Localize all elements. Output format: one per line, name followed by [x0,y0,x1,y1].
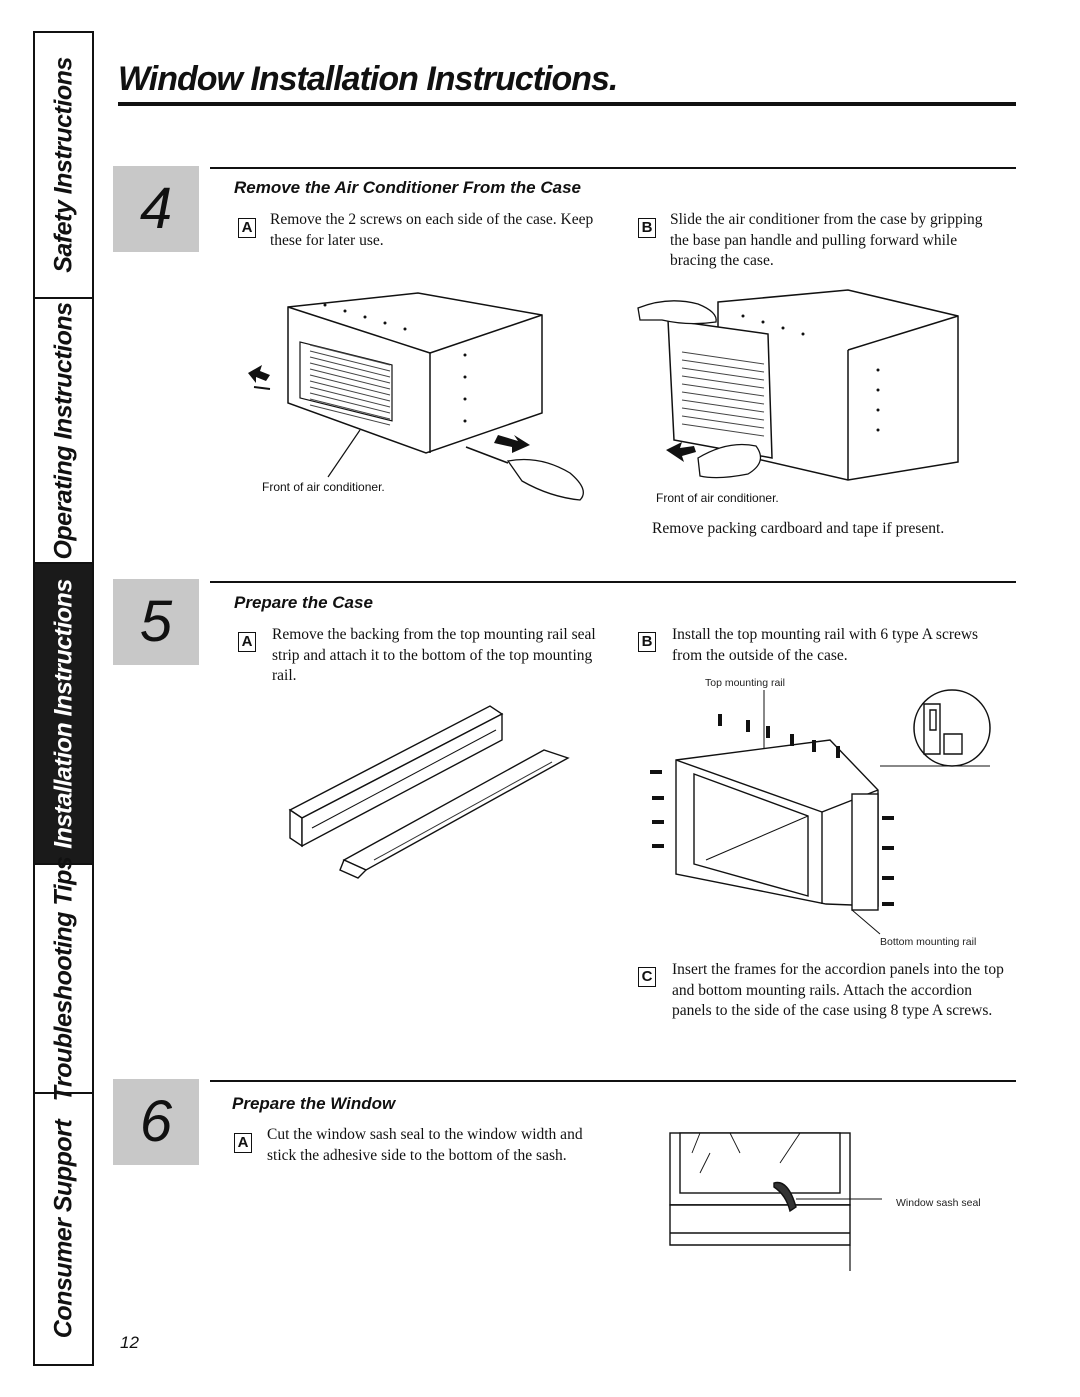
tab-operating-instructions[interactable]: Operating Instructions [35,299,92,564]
step-5-heading: Prepare the Case [234,593,373,612]
window-sash-seal-illustration [669,1132,882,1271]
section-tabs: Safety Instructions Operating Instructio… [33,31,94,1366]
illustration-caption: Front of air conditioner. [262,480,385,494]
step-5b-text: Install the top mounting rail with 6 typ… [672,626,979,664]
step-5a-text: Remove the backing from the top mounting… [272,626,596,684]
step-4-heading: Remove the Air Conditioner From the Case [234,178,581,197]
illustration-caption: Top mounting rail [705,677,785,689]
item-letter: A [238,218,256,238]
illustration-caption: Window sash seal [896,1197,981,1209]
item-letter: C [638,967,656,987]
item-letter: A [238,632,256,652]
tab-consumer-support[interactable]: Consumer Support [35,1094,92,1364]
step-4-number-box: 4 [113,166,199,252]
illustration-caption: Bottom mounting rail [880,936,977,948]
step-4-note: Remove packing cardboard and tape if pre… [652,520,945,537]
step-number: 4 [139,176,173,241]
tab-label: Troubleshooting Tips [49,856,77,1101]
step-5-number-box: 5 [113,579,199,665]
step-6a-text: Cut the window sash seal to the window w… [267,1126,583,1164]
step-number: 5 [139,589,173,654]
step-6-heading: Prepare the Window [232,1094,396,1113]
tab-troubleshooting-tips[interactable]: Troubleshooting Tips [35,856,92,1101]
tab-label: Consumer Support [49,1119,77,1339]
ac-unit-screw-removal-illustration [248,292,584,501]
ac-unit-slide-out-illustration [637,289,959,481]
page-number: 12 [120,1333,139,1352]
item-letter: B [638,218,656,238]
case-mounting-rails-illustration [650,689,991,935]
tab-safety-instructions[interactable]: Safety Instructions [35,33,92,299]
mounting-rail-seal-strip-illustration [288,705,570,879]
title-divider [118,102,1016,106]
step-number: 6 [139,1089,173,1154]
item-letter: B [638,632,656,652]
step-4b-text: Slide the air conditioner from the case … [670,211,983,269]
step-6-number-box: 6 [113,1079,199,1165]
page-title: Window Installation Instructions. [118,60,618,98]
step-4-divider [210,167,1016,169]
item-letter: A [234,1133,252,1153]
step-5-divider [210,581,1016,583]
step-4a-text: Remove the 2 screws on each side of the … [270,211,594,249]
step-6-divider [210,1080,1016,1082]
tab-label: Safety Instructions [49,57,77,273]
tab-label: Installation Instructions [49,578,77,849]
illustration-caption: Front of air conditioner. [656,491,779,505]
step-5c-text: Insert the frames for the accordion pane… [672,961,1004,1019]
tab-installation-instructions[interactable]: Installation Instructions [35,564,92,865]
tab-label: Operating Instructions [49,301,77,560]
